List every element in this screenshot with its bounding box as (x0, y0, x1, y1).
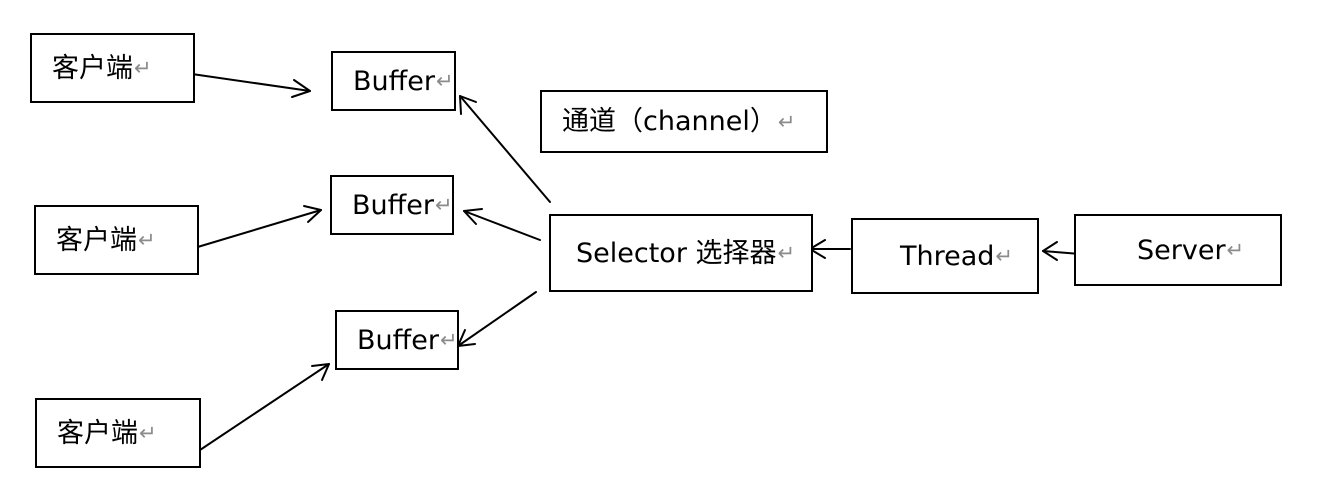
server-box: Server↵ (1074, 214, 1282, 286)
paragraph-mark-icon: ↵ (777, 109, 796, 134)
arrow-thread-to-selector (809, 239, 851, 259)
thread-box: Thread↵ (851, 218, 1039, 294)
buffer-box-1: Buffer↵ (331, 51, 456, 111)
paragraph-mark-icon: ↵ (435, 69, 454, 93)
arrow-selector-to-buffer-1 (459, 95, 551, 203)
client-label-3: 客户端 (57, 417, 138, 449)
arrow-selector-to-buffer-3 (457, 291, 537, 347)
buffer-label-1: Buffer (353, 65, 435, 97)
client-box-1: 客户端↵ (30, 33, 195, 103)
client-label-1: 客户端 (52, 52, 133, 84)
client-label-2: 客户端 (56, 224, 137, 256)
buffer-box-3: Buffer↵ (335, 310, 459, 370)
buffer-label-3: Buffer (357, 324, 439, 356)
arrow-client-3-to-buffer-3 (193, 363, 330, 455)
thread-label: Thread (900, 240, 995, 272)
arrow-client-1-to-buffer-1 (184, 72, 311, 98)
selector-box: Selector 选择器↵ (549, 214, 813, 292)
paragraph-mark-icon: ↵ (1226, 238, 1245, 262)
paragraph-mark-icon: ↵ (439, 328, 458, 352)
client-box-2: 客户端↵ (34, 205, 199, 275)
paragraph-mark-icon: ↵ (139, 421, 157, 445)
paragraph-mark-icon: ↵ (434, 193, 453, 217)
buffer-label-2: Buffer (352, 189, 434, 221)
paragraph-mark-icon: ↵ (995, 244, 1014, 268)
buffer-box-2: Buffer↵ (330, 175, 454, 235)
server-label: Server (1137, 234, 1226, 266)
channel-label: 通道（channel） (562, 106, 777, 137)
arrow-selector-to-buffer-2 (463, 208, 541, 241)
channel-box: 通道（channel）↵ (540, 90, 828, 153)
paragraph-mark-icon: ↵ (777, 241, 796, 265)
paragraph-mark-icon: ↵ (138, 228, 156, 252)
arrow-client-2-to-buffer-2 (190, 205, 322, 250)
client-box-3: 客户端↵ (35, 398, 201, 468)
arrow-server-to-thread (1042, 241, 1081, 261)
selector-label: Selector 选择器 (576, 237, 777, 269)
paragraph-mark-icon: ↵ (134, 56, 152, 80)
